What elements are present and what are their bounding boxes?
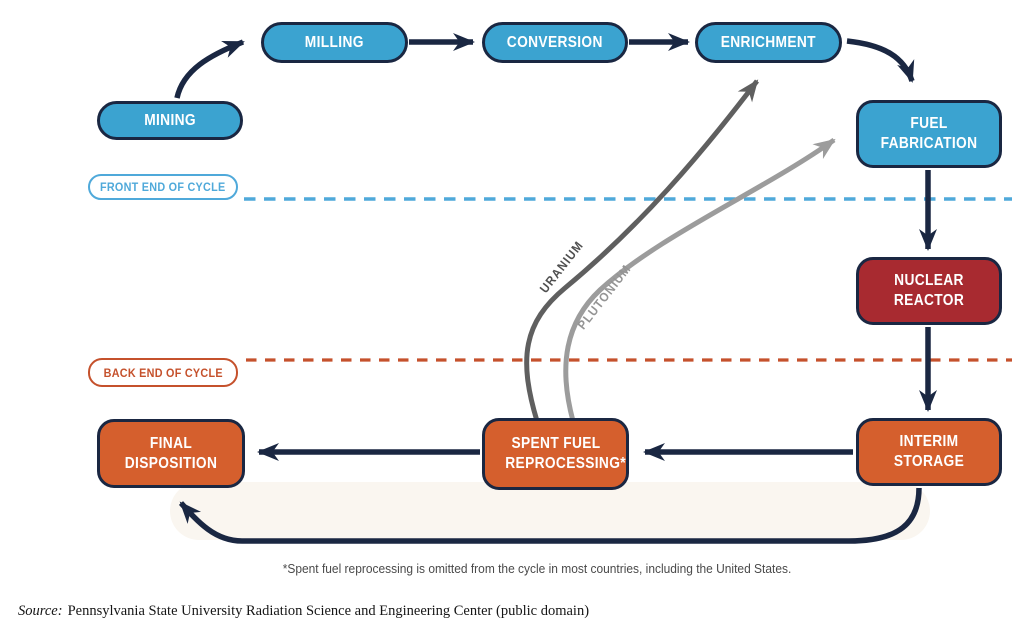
node-spent-fuel-reprocessing-label: SPENT FUEL REPROCESSING* <box>504 435 626 472</box>
node-interim-storage-label: INTERIM STORAGE <box>893 433 965 470</box>
node-nuclear-reactor: NUCLEAR REACTOR <box>856 257 1002 325</box>
node-final-disposition-label: FINAL DISPOSITION <box>124 434 218 472</box>
node-mining-label: MINING <box>144 111 196 129</box>
zone-label-back-end-text: BACK END OF CYCLE <box>103 365 223 380</box>
source-text: Pennsylvania State University Radiation … <box>67 603 590 619</box>
node-nuclear-reactor-label: NUCLEAR REACTOR <box>893 272 965 309</box>
zone-label-front-end: FRONT END OF CYCLE <box>88 174 238 200</box>
arrow-enrichment-to-fuel-fabrication <box>846 38 915 83</box>
zone-label-front-end-text: FRONT END OF CYCLE <box>100 180 226 194</box>
node-final-disposition: FINAL DISPOSITION <box>97 419 245 488</box>
zone-label-back-end: BACK END OF CYCLE <box>88 358 238 387</box>
source-line: Source:Pennsylvania State University Rad… <box>18 603 589 620</box>
node-milling-label: MILLING <box>305 33 364 51</box>
node-conversion: CONVERSION <box>482 22 628 63</box>
node-spent-fuel-reprocessing: SPENT FUEL REPROCESSING* <box>482 418 629 490</box>
node-mining: MINING <box>97 101 243 140</box>
node-enrichment-label: ENRICHMENT <box>720 33 817 51</box>
arrow-interim-storage-to-final-disposition <box>178 487 922 544</box>
background-tint <box>170 482 930 540</box>
node-milling: MILLING <box>261 22 408 63</box>
arrow-plutonium-to-fuel-fabrication <box>563 137 836 422</box>
arrow-mining-to-milling <box>174 39 245 99</box>
node-conversion-label: CONVERSION <box>507 33 603 51</box>
arrow-uranium-to-enrichment <box>524 79 759 422</box>
node-interim-storage: INTERIM STORAGE <box>856 418 1002 486</box>
node-fuel-fabrication: FUEL FABRICATION <box>856 100 1002 168</box>
node-enrichment: ENRICHMENT <box>695 22 842 63</box>
source-prefix: Source: <box>18 603 63 619</box>
footnote: *Spent fuel reprocessing is omitted from… <box>282 561 792 576</box>
node-fuel-fabrication-label: FUEL FABRICATION <box>880 115 978 152</box>
